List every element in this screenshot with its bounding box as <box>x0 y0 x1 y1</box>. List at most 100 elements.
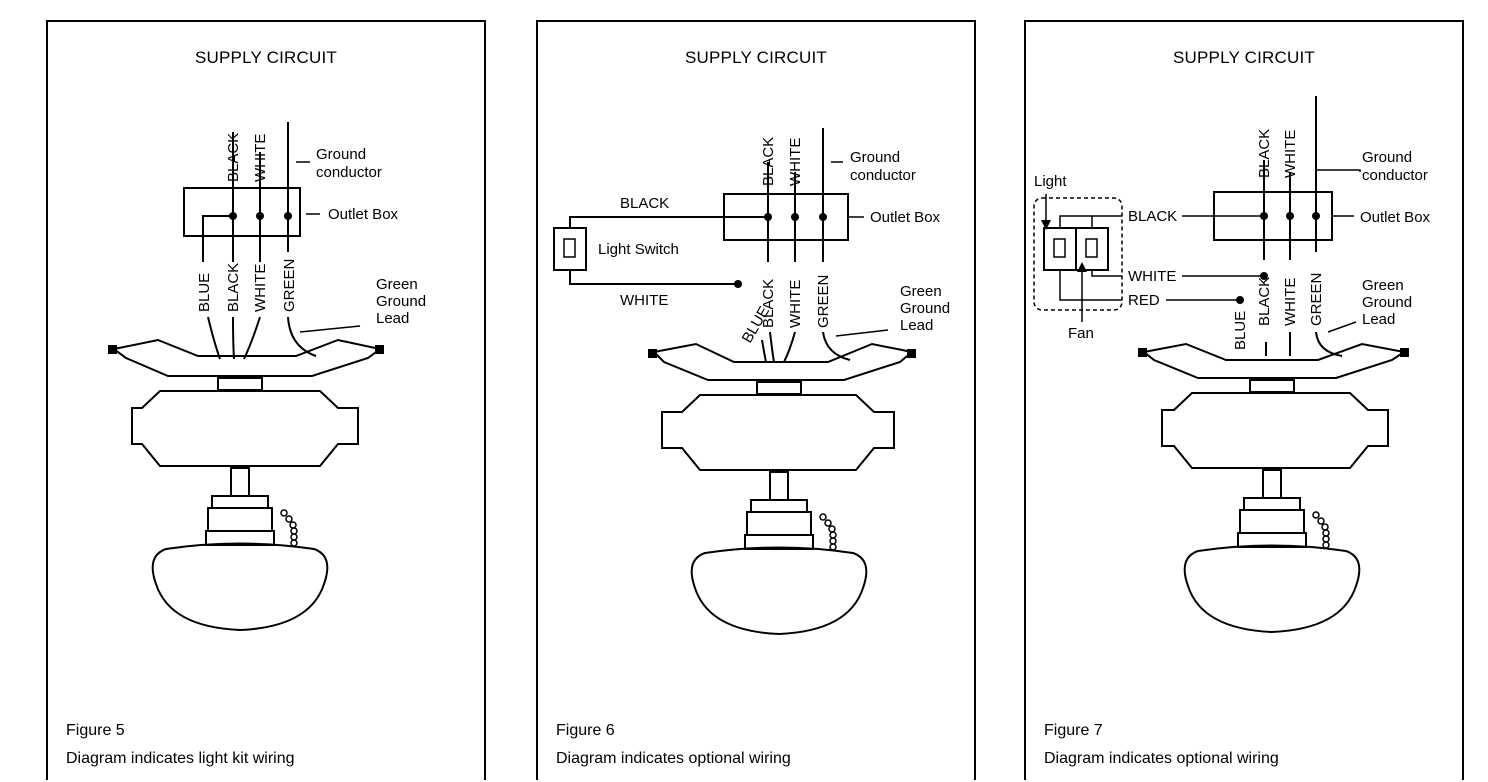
arrow-head <box>1077 262 1087 272</box>
outlet-box-label: Outlet Box <box>1360 209 1431 226</box>
figure-5-panel: SUPPLY CIRCUIT BLACK WHITE Ground conduc… <box>46 20 486 780</box>
light-switch-toggle <box>563 238 576 258</box>
fixture-wire-label: WHITE <box>787 280 804 328</box>
ground-lead-label: Green <box>376 276 418 293</box>
outlet-box-label: Outlet Box <box>328 206 399 223</box>
leader-line <box>835 329 889 337</box>
pull-chain-bead <box>289 521 297 529</box>
supply-wire-label: BLACK <box>1256 129 1273 178</box>
mounting-bracket <box>651 342 915 381</box>
switch-red-wire <box>1059 270 1122 301</box>
dual-switch-outline <box>1033 197 1123 311</box>
figure-title: SUPPLY CIRCUIT <box>195 48 337 67</box>
switch-black-wire <box>569 216 768 228</box>
supply-wire-label: WHITE <box>787 138 804 186</box>
light-switch <box>553 227 587 271</box>
switch-white-wire <box>569 270 738 285</box>
light-globe <box>690 546 868 636</box>
pull-chain-bead <box>280 509 288 517</box>
fixture-wire-label: BLUE <box>196 273 213 312</box>
motor-housing <box>131 390 359 467</box>
switch-housing-top <box>211 495 269 509</box>
green-ground-lead <box>287 316 317 357</box>
fixture-white-wire <box>243 316 261 360</box>
leader-line <box>1327 321 1357 333</box>
pull-chain-bead <box>828 525 836 533</box>
bracket-screw <box>648 349 657 358</box>
fixture-blue-wire <box>207 316 221 360</box>
switch-white-wire <box>1091 270 1122 277</box>
pull-chain-bead <box>290 527 298 535</box>
ground-lead-label: Green <box>1362 277 1404 294</box>
bracket-screw <box>1138 348 1147 357</box>
ground-lead-label: Lead <box>900 317 933 334</box>
mounting-bracket <box>111 338 383 377</box>
fixture-blue-wire <box>761 339 767 363</box>
fixture-black-wire <box>232 316 235 360</box>
fan-label: Fan <box>1068 325 1094 342</box>
fixture-wire-label: WHITE <box>1282 278 1299 326</box>
pull-chain-bead <box>829 537 837 545</box>
pull-chain-bead <box>290 533 298 541</box>
light-globe <box>151 542 329 632</box>
canopy-collar <box>217 377 263 391</box>
bracket-screw <box>375 345 384 354</box>
figure-caption: Diagram indicates light kit wiring <box>66 750 295 767</box>
fan-switch-toggle <box>1085 238 1098 258</box>
canopy-collar <box>756 381 802 395</box>
ground-conductor-label: conductor <box>1362 167 1428 184</box>
fixture-wire-label: GREEN <box>281 259 298 312</box>
ground-lead-label: Lead <box>376 310 409 327</box>
figure-caption: Diagram indicates optional wiring <box>1044 750 1279 767</box>
ground-lead-label: Ground <box>1362 294 1412 311</box>
fixture-wire-label: WHITE <box>252 264 269 312</box>
switch-housing-rim <box>205 530 275 546</box>
motor-housing <box>1161 392 1389 469</box>
pull-chain-bead <box>290 539 298 547</box>
pull-chain-bead <box>1322 529 1330 537</box>
fixture-black-wire <box>769 331 775 363</box>
figure-6-panel: SUPPLY CIRCUIT BLACK WHITE Ground conduc… <box>536 20 976 780</box>
switch-housing-top <box>1243 497 1301 511</box>
wire-junction <box>1236 296 1244 304</box>
outlet-box <box>183 187 301 237</box>
figure-6-diagram: BLACK WHITE Ground conductor Outlet Box … <box>553 128 950 636</box>
switch-housing-rim <box>744 534 814 550</box>
figure-title: SUPPLY CIRCUIT <box>1173 48 1315 67</box>
ground-conductor-label: Ground <box>850 149 900 166</box>
supply-wire-label: WHITE <box>252 134 269 182</box>
ground-lead-label: Green <box>900 283 942 300</box>
pull-chain-bead <box>829 543 837 551</box>
switch-housing-rim <box>1237 532 1307 548</box>
wire-junction <box>1312 212 1320 220</box>
figure-title: SUPPLY CIRCUIT <box>685 48 827 67</box>
pull-chain-bead <box>1312 511 1320 519</box>
figure-number: Figure 6 <box>556 722 615 739</box>
fixture-wire-label: BLACK <box>760 279 777 328</box>
leader-line <box>299 325 361 333</box>
supply-wire-label: WHITE <box>1282 130 1299 178</box>
switch-housing <box>207 507 273 532</box>
ground-conductor-label: Ground <box>316 146 366 163</box>
light-globe <box>1183 544 1361 634</box>
wire-junction <box>1260 272 1268 280</box>
pull-chain-bead <box>1317 517 1325 525</box>
light-switch-label: Light Switch <box>598 241 679 258</box>
ground-lead-label: Ground <box>900 300 950 317</box>
switch-wire-label: BLACK <box>1128 208 1177 225</box>
canopy-collar <box>1249 379 1295 393</box>
switch-housing <box>1239 509 1305 534</box>
pull-chain-bead <box>1322 541 1330 549</box>
fixture-wire-label: GREEN <box>815 275 832 328</box>
switch-wire-label: RED <box>1128 292 1160 309</box>
green-ground-lead <box>822 331 851 361</box>
ground-conductor-label: conductor <box>316 164 382 181</box>
fixture-wire-label: GREEN <box>1308 273 1325 326</box>
pull-chain-bead <box>829 531 837 539</box>
bracket-screw <box>108 345 117 354</box>
pull-chain-bead <box>285 515 293 523</box>
switch-housing <box>746 511 812 536</box>
outlet-box-label: Outlet Box <box>870 209 941 226</box>
figure-number: Figure 7 <box>1044 722 1103 739</box>
fixture-white-wire <box>783 331 796 363</box>
